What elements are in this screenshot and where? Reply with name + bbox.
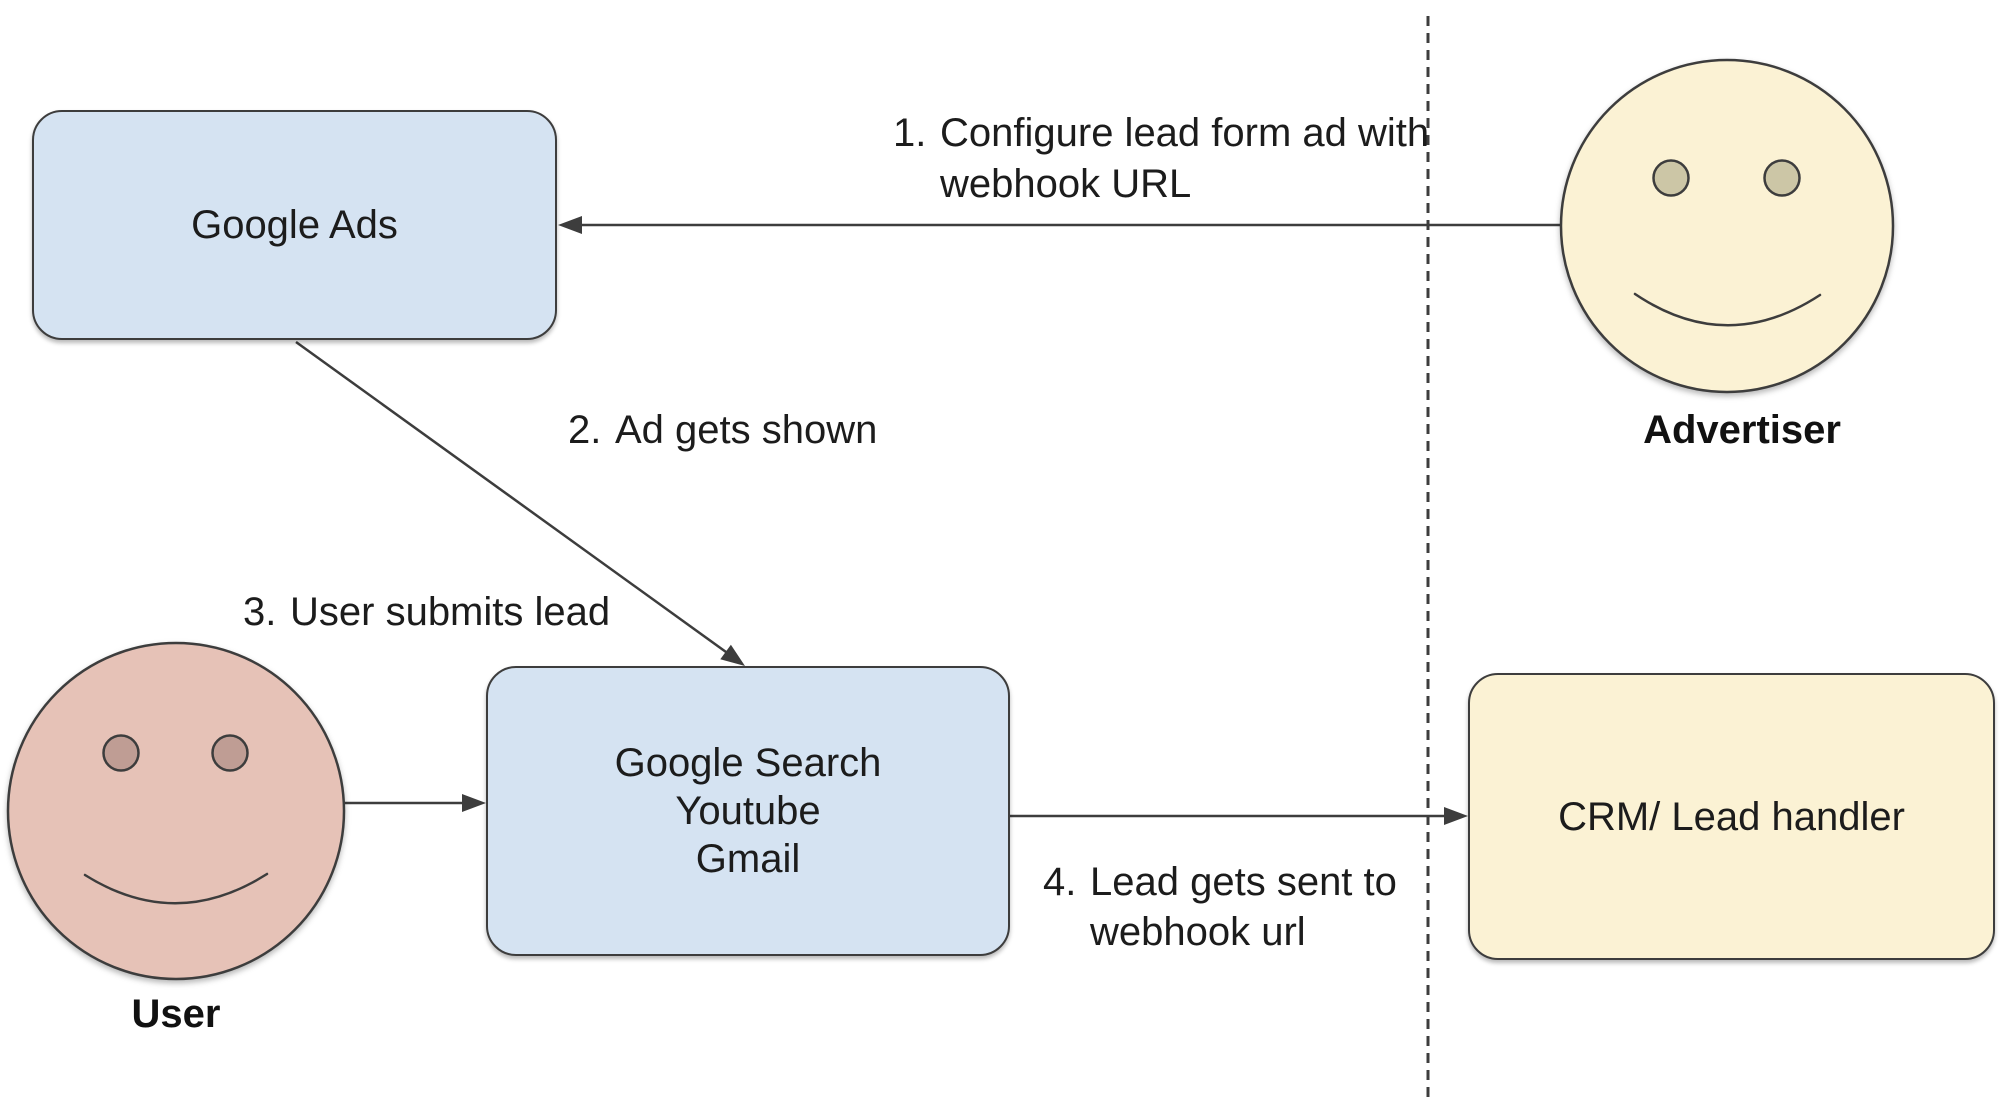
step-1-line-2: webhook URL — [940, 162, 1192, 206]
step-3-line-1: User submits lead — [290, 590, 611, 634]
advertiser-smile — [1633, 292, 1822, 327]
step-4-line-1: Lead gets sent to — [1090, 860, 1397, 904]
arrow-3-user-submits-lead — [345, 794, 486, 812]
advertiser-face — [1559, 58, 1895, 394]
user-smile — [83, 872, 269, 905]
advertiser-eye-right — [1763, 159, 1801, 197]
step-3-number: 3. — [243, 590, 277, 634]
crm-label: CRM/ Lead handler — [1558, 794, 1905, 839]
advertiser-eye-left — [1652, 159, 1690, 197]
step-1-label: 1. Configure lead form ad with webhook U… — [893, 108, 1429, 210]
google-surfaces-line-1: Google Search — [614, 741, 882, 785]
step-1-line-1: Configure lead form ad with — [940, 111, 1430, 155]
user-face — [6, 641, 346, 981]
advertiser-caption: Advertiser — [1643, 408, 1841, 452]
google-ads-box: Google Ads — [32, 110, 557, 340]
google-surfaces-line-2: Youtube — [675, 789, 821, 833]
step-2-label: 2. Ad gets shown — [568, 405, 877, 456]
step-4-label: 4. Lead gets sent to webhook url — [1043, 857, 1397, 957]
step-4-line-2: webhook url — [1090, 910, 1306, 954]
user-head — [6, 641, 346, 981]
google-surfaces-box: Google Search Youtube Gmail — [486, 666, 1010, 956]
step-2-number: 2. — [568, 408, 602, 452]
step-2-line-1: Ad gets shown — [615, 408, 878, 452]
google-ads-label: Google Ads — [191, 203, 398, 247]
user-caption: User — [131, 992, 221, 1036]
crm-lead-handler-box: CRM/ Lead handler — [1468, 673, 1995, 960]
arrow-2-ad-gets-shown — [295, 340, 745, 666]
advertiser-head — [1559, 58, 1895, 394]
user-eye-right — [211, 734, 249, 772]
arrow-4-lead-sent-webhook — [1010, 807, 1468, 825]
step-4-number: 4. — [1043, 860, 1077, 904]
user-eye-left — [102, 734, 140, 772]
step-1-number: 1. — [893, 111, 927, 155]
google-surfaces-line-3: Gmail — [695, 837, 801, 881]
arrow-1-configure-lead-form — [558, 216, 1561, 234]
step-3-label: 3. User submits lead — [243, 587, 610, 638]
